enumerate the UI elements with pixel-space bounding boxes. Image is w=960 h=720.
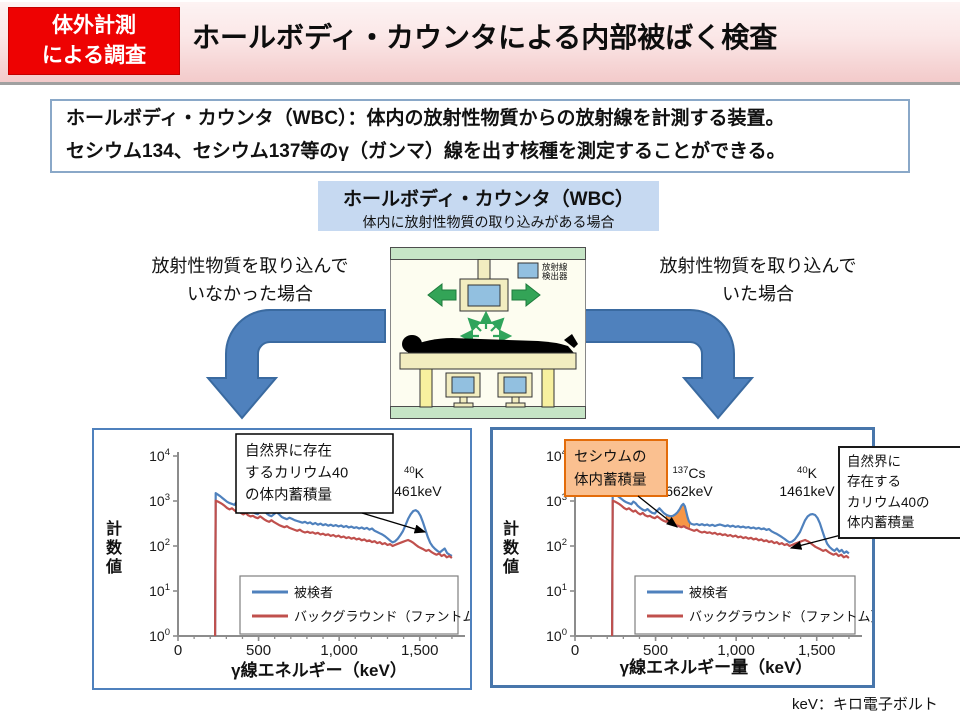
svg-text:100: 100: [149, 627, 170, 644]
svg-text:数: 数: [106, 538, 123, 557]
page-title: ホールボディ・カウンタによる内部被ばく検査: [192, 22, 778, 53]
svg-text:500: 500: [246, 642, 271, 659]
spectrum-chart-right-svg: 100 101 102 103 104 0 500 1,000 1,500 計数値 γ線エネルギー量…: [502, 439, 872, 677]
scenario-label-left: 放射性物質を取り込んで いなかった場合: [151, 256, 349, 304]
svg-text:1,500: 1,500: [401, 642, 439, 659]
svg-text:103: 103: [546, 492, 567, 509]
svg-text:するカリウム40: するカリウム40: [245, 465, 348, 482]
wbc-banner-subtitle: 体内に放射性物質の取り込みがある場合: [362, 214, 615, 230]
ceiling-band: [390, 247, 586, 260]
svg-text:662keV: 662keV: [665, 483, 713, 499]
intro-line2: セシウム134、セシウム137等のγ（ガンマ）線を出す核種を測定することができる…: [66, 141, 786, 162]
wbc-banner-title: ホールボディ・カウンタ（WBC）: [342, 189, 635, 210]
svg-text:値: 値: [502, 557, 519, 576]
curved-arrow-left-icon: [205, 309, 386, 420]
detector-stem: [477, 259, 491, 280]
detector-screen: [467, 284, 501, 307]
header-band: 体外計測 による調査 ホールボディ・カウンタによる内部被ばく検査: [0, 0, 960, 85]
svg-text:セシウムの: セシウムの: [574, 449, 647, 466]
survey-tag-line1: 体外計測: [52, 14, 136, 37]
svg-text:1,000: 1,000: [320, 642, 358, 659]
svg-text:40K: 40K: [404, 465, 425, 481]
svg-text:40K: 40K: [797, 465, 818, 481]
svg-text:γ線エネルギー（keV）: γ線エネルギー（keV）: [231, 660, 407, 680]
svg-text:被検者: 被検者: [689, 585, 728, 600]
svg-text:バックグラウンド（ファントム）: バックグラウンド（ファントム）: [294, 609, 470, 624]
svg-text:被検者: 被検者: [294, 585, 333, 600]
svg-text:値: 値: [105, 557, 122, 576]
svg-text:103: 103: [149, 492, 170, 509]
svg-text:バックグラウンド（ファントム）: バックグラウンド（ファントム）: [689, 609, 872, 624]
svg-text:100: 100: [546, 627, 567, 644]
svg-text:1461keV: 1461keV: [779, 483, 835, 499]
patient-silhouette: [402, 334, 578, 353]
svg-text:500: 500: [643, 642, 668, 659]
survey-tag-badge: 体外計測 による調査: [8, 7, 180, 75]
bed-leg-left: [419, 368, 433, 408]
svg-text:計: 計: [503, 519, 519, 538]
svg-text:の体内蓄積量: の体内蓄積量: [245, 487, 332, 504]
svg-text:104: 104: [149, 447, 170, 464]
scenario-label-right: 放射性物質を取り込んで いた場合: [659, 256, 857, 304]
svg-text:1461keV: 1461keV: [386, 483, 442, 499]
svg-text:1,500: 1,500: [798, 642, 836, 659]
scan-arrow-right-icon: [511, 282, 541, 308]
svg-text:0: 0: [571, 642, 579, 659]
bed-surface: [399, 352, 577, 370]
svg-text:体内蓄積量: 体内蓄積量: [574, 472, 647, 489]
scan-arrow-left-icon: [427, 282, 457, 308]
svg-text:1,000: 1,000: [717, 642, 755, 659]
detector-legend-line2: 検出器: [542, 271, 568, 281]
curved-arrow-right-icon: [574, 309, 755, 420]
wbc-illustration: 放射線 検出器: [390, 247, 586, 419]
svg-text:数: 数: [503, 538, 520, 557]
detector-legend-swatch: [517, 262, 539, 279]
k40-callout-box: 自然界に 存在する カリウム40の 体内蓄積量: [838, 446, 960, 539]
intro-box: ホールボディ・カウンタ（WBC）：体内の放射性物質からの放射線を計測する装置。 …: [50, 99, 910, 173]
svg-text:γ線エネルギー量（keV）: γ線エネルギー量（keV）: [620, 657, 813, 677]
spectrum-chart-right: 100 101 102 103 104 0 500 1,000 1,500 計数値 γ線エネルギー量…: [490, 427, 875, 688]
wbc-banner: ホールボディ・カウンタ（WBC） 体内に放射性物質の取り込みがある場合: [318, 181, 659, 231]
svg-text:101: 101: [149, 582, 170, 599]
intro-line1: ホールボディ・カウンタ（WBC）：体内の放射性物質からの放射線を計測する装置。: [66, 108, 785, 130]
svg-text:102: 102: [149, 537, 170, 554]
bed-leg-right: [541, 368, 555, 408]
floor-band: [390, 406, 586, 419]
spectrum-chart-left: 100 101 102 103 104 0 500 1,000 1,500 計数値 γ線エネルギー（…: [92, 428, 472, 690]
detector-legend-line1: 放射線: [542, 262, 568, 272]
survey-tag-line2: による調査: [41, 44, 147, 67]
svg-text:0: 0: [174, 642, 182, 659]
spectrum-chart-left-svg: 100 101 102 103 104 0 500 1,000 1,500 計数値 γ線エネルギー（…: [105, 433, 470, 680]
underbed-detector-1: [445, 372, 481, 408]
footer-note: keV：キロ電子ボルト: [792, 696, 938, 713]
svg-text:102: 102: [546, 537, 567, 554]
svg-text:104: 104: [546, 447, 567, 464]
svg-text:101: 101: [546, 582, 567, 599]
svg-text:自然界に存在: 自然界に存在: [245, 443, 332, 460]
svg-text:計: 計: [106, 519, 122, 538]
underbed-detector-2: [497, 372, 533, 408]
svg-text:137Cs: 137Cs: [673, 465, 706, 481]
